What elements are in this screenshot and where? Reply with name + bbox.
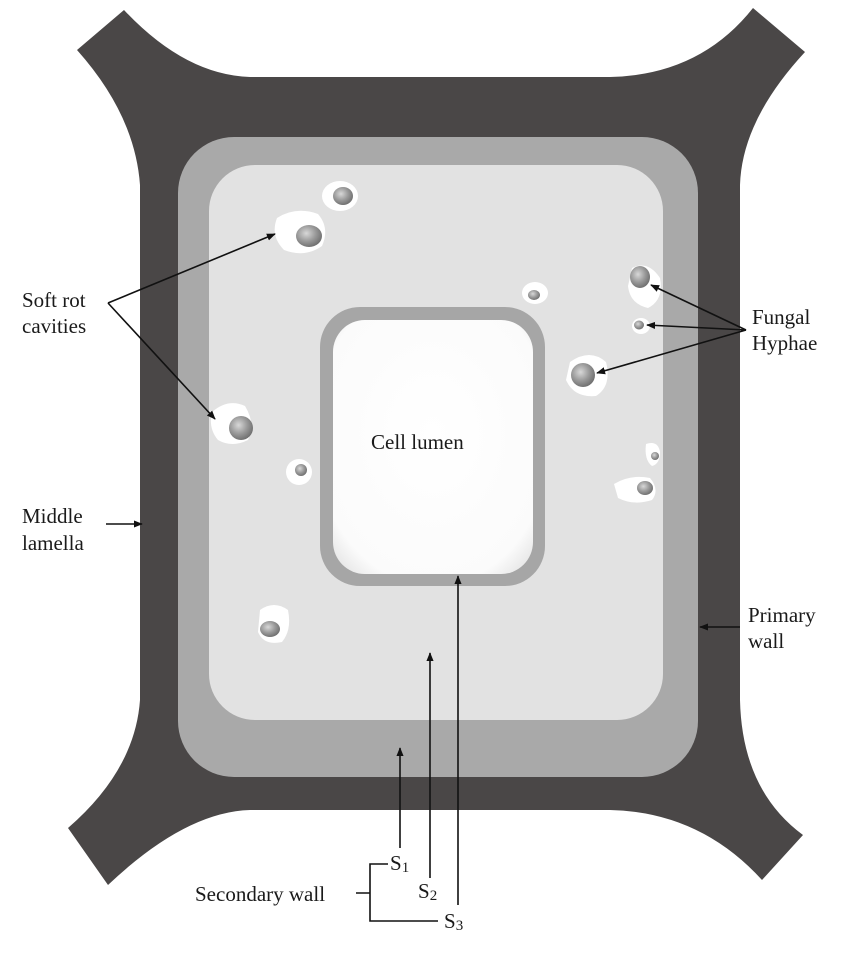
soft-rot-cavity [566, 355, 608, 397]
s1-label: S1 [390, 851, 409, 876]
fungal-hyphae-leaders [596, 284, 747, 375]
soft-rot-cavity [210, 403, 253, 444]
cell-lumen-label: Cell lumen [371, 430, 464, 454]
middle-lamella-label-line2: lamella [22, 531, 84, 555]
soft-rot-label-line1: Soft rot [22, 288, 86, 312]
soft-rot-cavity [322, 181, 358, 211]
primary-wall-label-line1: Primary [748, 603, 816, 627]
cell-lumen-shape [333, 320, 533, 574]
secondary-wall-bracket [356, 863, 438, 922]
soft-rot-cavity [258, 605, 290, 643]
primary-wall-label-line2: wall [748, 629, 784, 653]
soft-rot-leaders [107, 233, 276, 420]
soft-rot-cavity [645, 443, 660, 466]
middle-lamella-label-line1: Middle [22, 504, 83, 528]
fungal-hyphae-label-line2: Hyphae [752, 331, 817, 355]
soft-rot-label-line2: cavities [22, 314, 86, 338]
fungal-hyphae-label-line1: Fungal [752, 305, 811, 329]
soft-rot-cavity [632, 318, 650, 334]
s2-label: S2 [418, 879, 437, 904]
soft-rot-cavity [286, 459, 312, 485]
soft-rot-cavity [628, 265, 661, 308]
soft-rot-cavity [522, 282, 548, 304]
secondary-wall-label: Secondary wall [195, 882, 325, 906]
soft-rot-cavity [274, 210, 326, 254]
soft-rot-cavity [614, 476, 656, 503]
s3-label: S3 [444, 909, 463, 934]
